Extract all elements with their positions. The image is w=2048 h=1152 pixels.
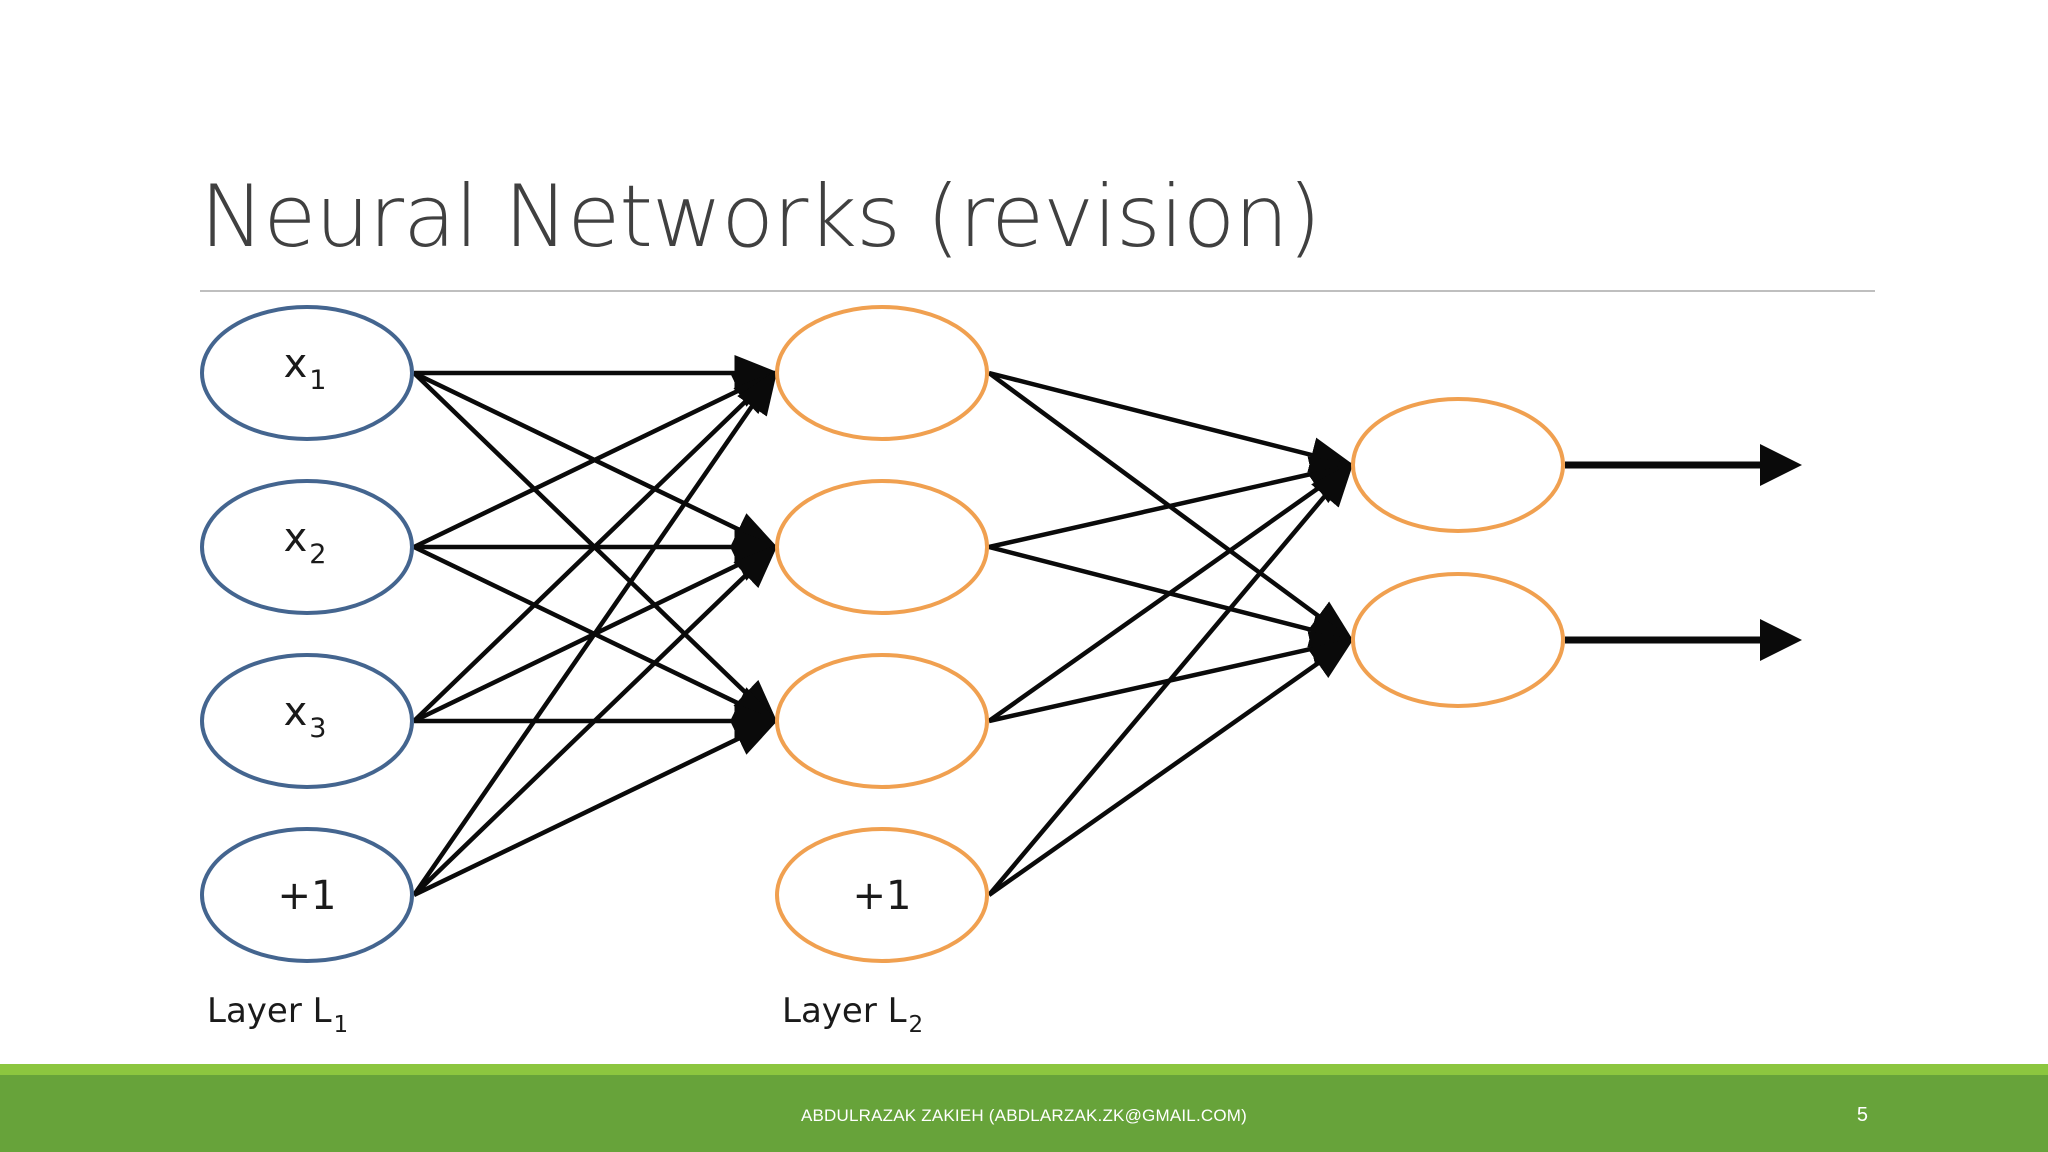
node-circle-b2	[775, 827, 989, 963]
node-circle-o2	[1351, 572, 1565, 708]
node-label-x1: x1	[284, 341, 327, 396]
edge-h2-o1	[988, 456, 1356, 550]
node-o2	[1351, 572, 1565, 708]
node-circle-h3	[775, 653, 989, 789]
node-h3	[775, 653, 989, 789]
layer-label-L2: Layer L2	[782, 991, 923, 1038]
edge-b1-h2	[412, 543, 779, 897]
node-label-b1: +1	[278, 873, 337, 919]
edges-group	[412, 355, 1802, 898]
node-h2	[775, 479, 989, 615]
layer-labels-group: Layer L1 Layer L2	[207, 991, 923, 1038]
node-circle-h1	[775, 305, 989, 441]
node-label-x3: x3	[284, 689, 327, 744]
footer-bar	[0, 1075, 2048, 1152]
edge-b2-o1	[987, 461, 1354, 897]
node-h1	[775, 305, 989, 441]
edge-h1-o1	[988, 370, 1356, 473]
layer-label-L1: Layer L1	[207, 991, 348, 1038]
footer-accent-bar	[0, 1064, 2048, 1075]
edge-b1-h1	[412, 369, 778, 897]
edge-h3-o1	[987, 462, 1355, 723]
page-number: 5	[1856, 1104, 1868, 1126]
node-circle-b1	[200, 827, 414, 963]
node-circle-x2	[200, 479, 414, 615]
node-x1: x1	[200, 305, 414, 441]
neural-network-diagram: x1 x2 x3 +1 +1 Layer L1 Layer L2	[200, 305, 1802, 1038]
edge-x2-h1	[413, 370, 780, 550]
node-circle-x3	[200, 653, 414, 789]
node-x3: x3	[200, 653, 414, 789]
node-circle-x1	[200, 305, 414, 441]
nodes-group: x1 x2 x3 +1 +1	[200, 305, 1565, 963]
node-label-b2: +1	[853, 873, 912, 919]
node-b1: +1	[200, 827, 414, 963]
edge-x3-h1	[412, 369, 779, 723]
node-b2: +1	[775, 827, 989, 963]
footer-author: ABDULRAZAK ZAKIEH (ABDLARZAK.ZK@GMAIL.CO…	[800, 1106, 1247, 1125]
edge-b1-h3	[413, 718, 780, 898]
node-label-x2: x2	[284, 515, 327, 570]
title-divider	[200, 290, 1875, 292]
node-circle-o1	[1351, 397, 1565, 533]
slide-title: Neural Networks (revision)	[200, 167, 1321, 267]
edge-b2-o2	[987, 637, 1355, 897]
node-circle-h2	[775, 479, 989, 615]
node-x2: x2	[200, 479, 414, 615]
node-o1	[1351, 397, 1565, 533]
